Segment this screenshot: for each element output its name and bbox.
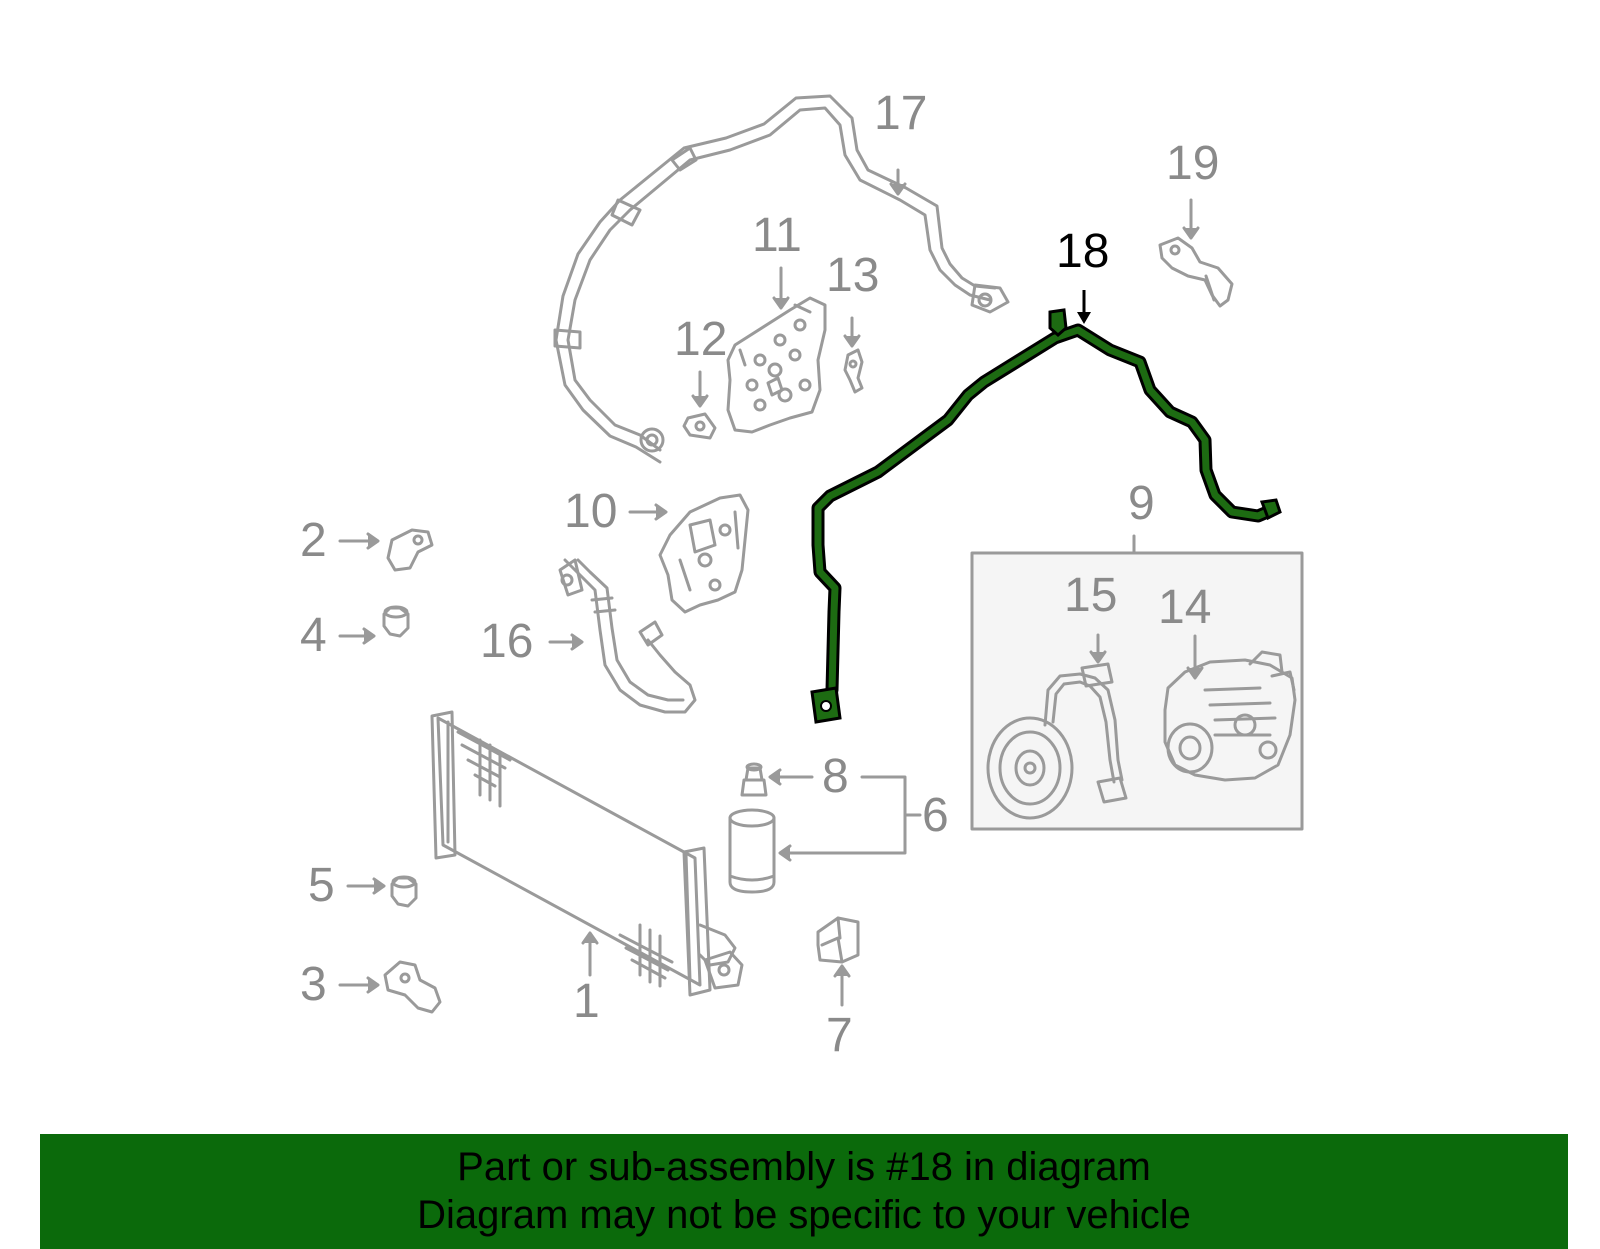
callout-15: 15 [1064,569,1118,622]
callout-18-highlighted: 18 [1056,225,1110,278]
callout-11: 11 [752,209,802,262]
footer-banner: Part or sub-assembly is #18 in diagram D… [40,1134,1568,1249]
part-2-bracket [386,528,434,572]
part-12-gasket [682,412,717,440]
footer-line-2: Diagram may not be specific to your vehi… [417,1193,1191,1237]
part-6-receiver-drier [728,808,776,894]
part-11-bracket [726,296,827,434]
part-19-bracket [1158,236,1234,308]
callout-2: 2 [300,514,327,567]
part-15-clutch [986,662,1128,820]
callout-14: 14 [1158,581,1212,634]
callout-17: 17 [874,87,928,140]
part-18-hose-highlighted [810,290,1282,724]
part-7-clamp [816,916,860,964]
callout-8: 8 [822,750,849,803]
callout-9: 9 [1128,477,1155,530]
part-4-mount [382,605,410,638]
part-3-bracket [383,960,442,1014]
callout-13: 13 [826,249,880,302]
part-8-valve [740,762,768,797]
leader-arrows [338,168,1204,1007]
part-16-hose [558,558,697,714]
part-14-compressor [1163,650,1297,782]
callout-1: 1 [573,975,600,1028]
callout-10: 10 [564,485,618,538]
callout-6: 6 [922,789,949,842]
callout-16: 16 [480,615,534,668]
part-5-mount [390,875,418,908]
part-9-compressor-box [970,551,1304,831]
part-13-clip [843,348,864,394]
part-17-hose [553,94,1010,464]
callout-3: 3 [300,958,327,1011]
callout-5: 5 [308,859,335,912]
callout-19: 19 [1166,137,1220,190]
footer-line-1: Part or sub-assembly is #18 in diagram [457,1145,1151,1189]
part-1-condenser [430,710,744,997]
callout-12: 12 [674,313,728,366]
callout-7: 7 [826,1009,853,1062]
callout-4: 4 [300,609,327,662]
part-10-bracket [658,493,750,614]
